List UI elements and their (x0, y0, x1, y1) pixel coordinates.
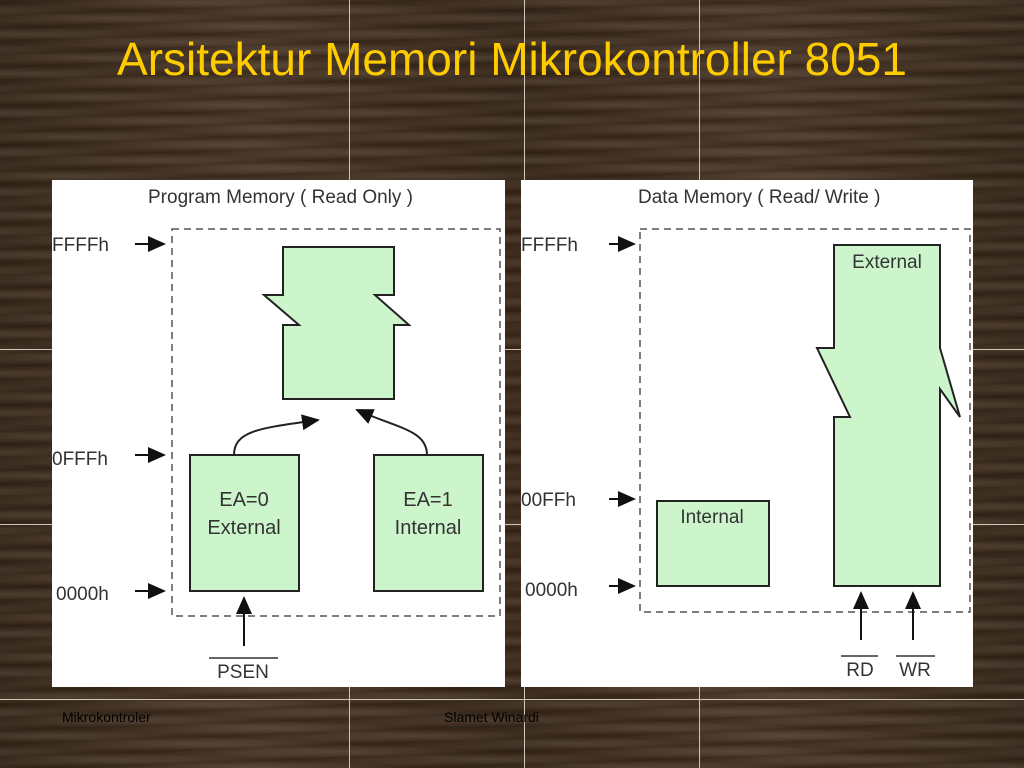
address-label-mid: 00FFh (521, 490, 576, 511)
address-label-mid: 0FFFh (52, 449, 108, 470)
footer-author: Slamet Winardi (444, 709, 539, 725)
block-label: EA=1 (403, 489, 452, 511)
footer-course: Mikrokontroler (62, 709, 151, 725)
tile-line (0, 524, 1024, 525)
rd-signal-label: RD (846, 660, 873, 681)
address-label-top: FFFFh (52, 235, 109, 256)
curved-arrow (355, 409, 428, 456)
curved-arrow (233, 414, 320, 456)
address-space-boundary (171, 228, 501, 617)
data-memory-diagram: Data Memory ( Read/ Write ) FFFFh 00FFh … (521, 187, 971, 681)
program-memory-panel: Program Memory ( Read Only ) FFFFh 0FFFh… (52, 180, 505, 687)
block-label: Internal (680, 507, 743, 528)
address-label-bottom: 0000h (525, 580, 578, 601)
address-space-boundary (639, 228, 971, 613)
external-program-memory-block (189, 454, 300, 592)
combined-program-memory-block (261, 246, 412, 400)
block-label: EA=0 (219, 489, 268, 511)
tile-line (0, 349, 1024, 350)
block-label: External (207, 517, 280, 539)
external-data-memory-block (815, 244, 961, 587)
address-label-bottom: 0000h (56, 584, 109, 605)
block-label: Internal (395, 517, 462, 539)
internal-program-memory-block (373, 454, 484, 592)
block-label: External (852, 252, 922, 273)
address-label-top: FFFFh (521, 235, 578, 256)
data-memory-panel: Data Memory ( Read/ Write ) FFFFh 00FFh … (521, 180, 973, 687)
internal-data-memory-block (656, 500, 770, 587)
program-memory-heading: Program Memory ( Read Only ) (148, 187, 413, 208)
data-memory-heading: Data Memory ( Read/ Write ) (638, 187, 880, 208)
slide-title: Arsitektur Memori Mikrokontroller 8051 (117, 33, 907, 85)
psen-signal-label: PSEN (217, 662, 269, 683)
tile-line (0, 699, 1024, 700)
wr-signal-label: WR (899, 660, 931, 681)
program-memory-diagram: Program Memory ( Read Only ) FFFFh 0FFFh… (52, 187, 501, 683)
